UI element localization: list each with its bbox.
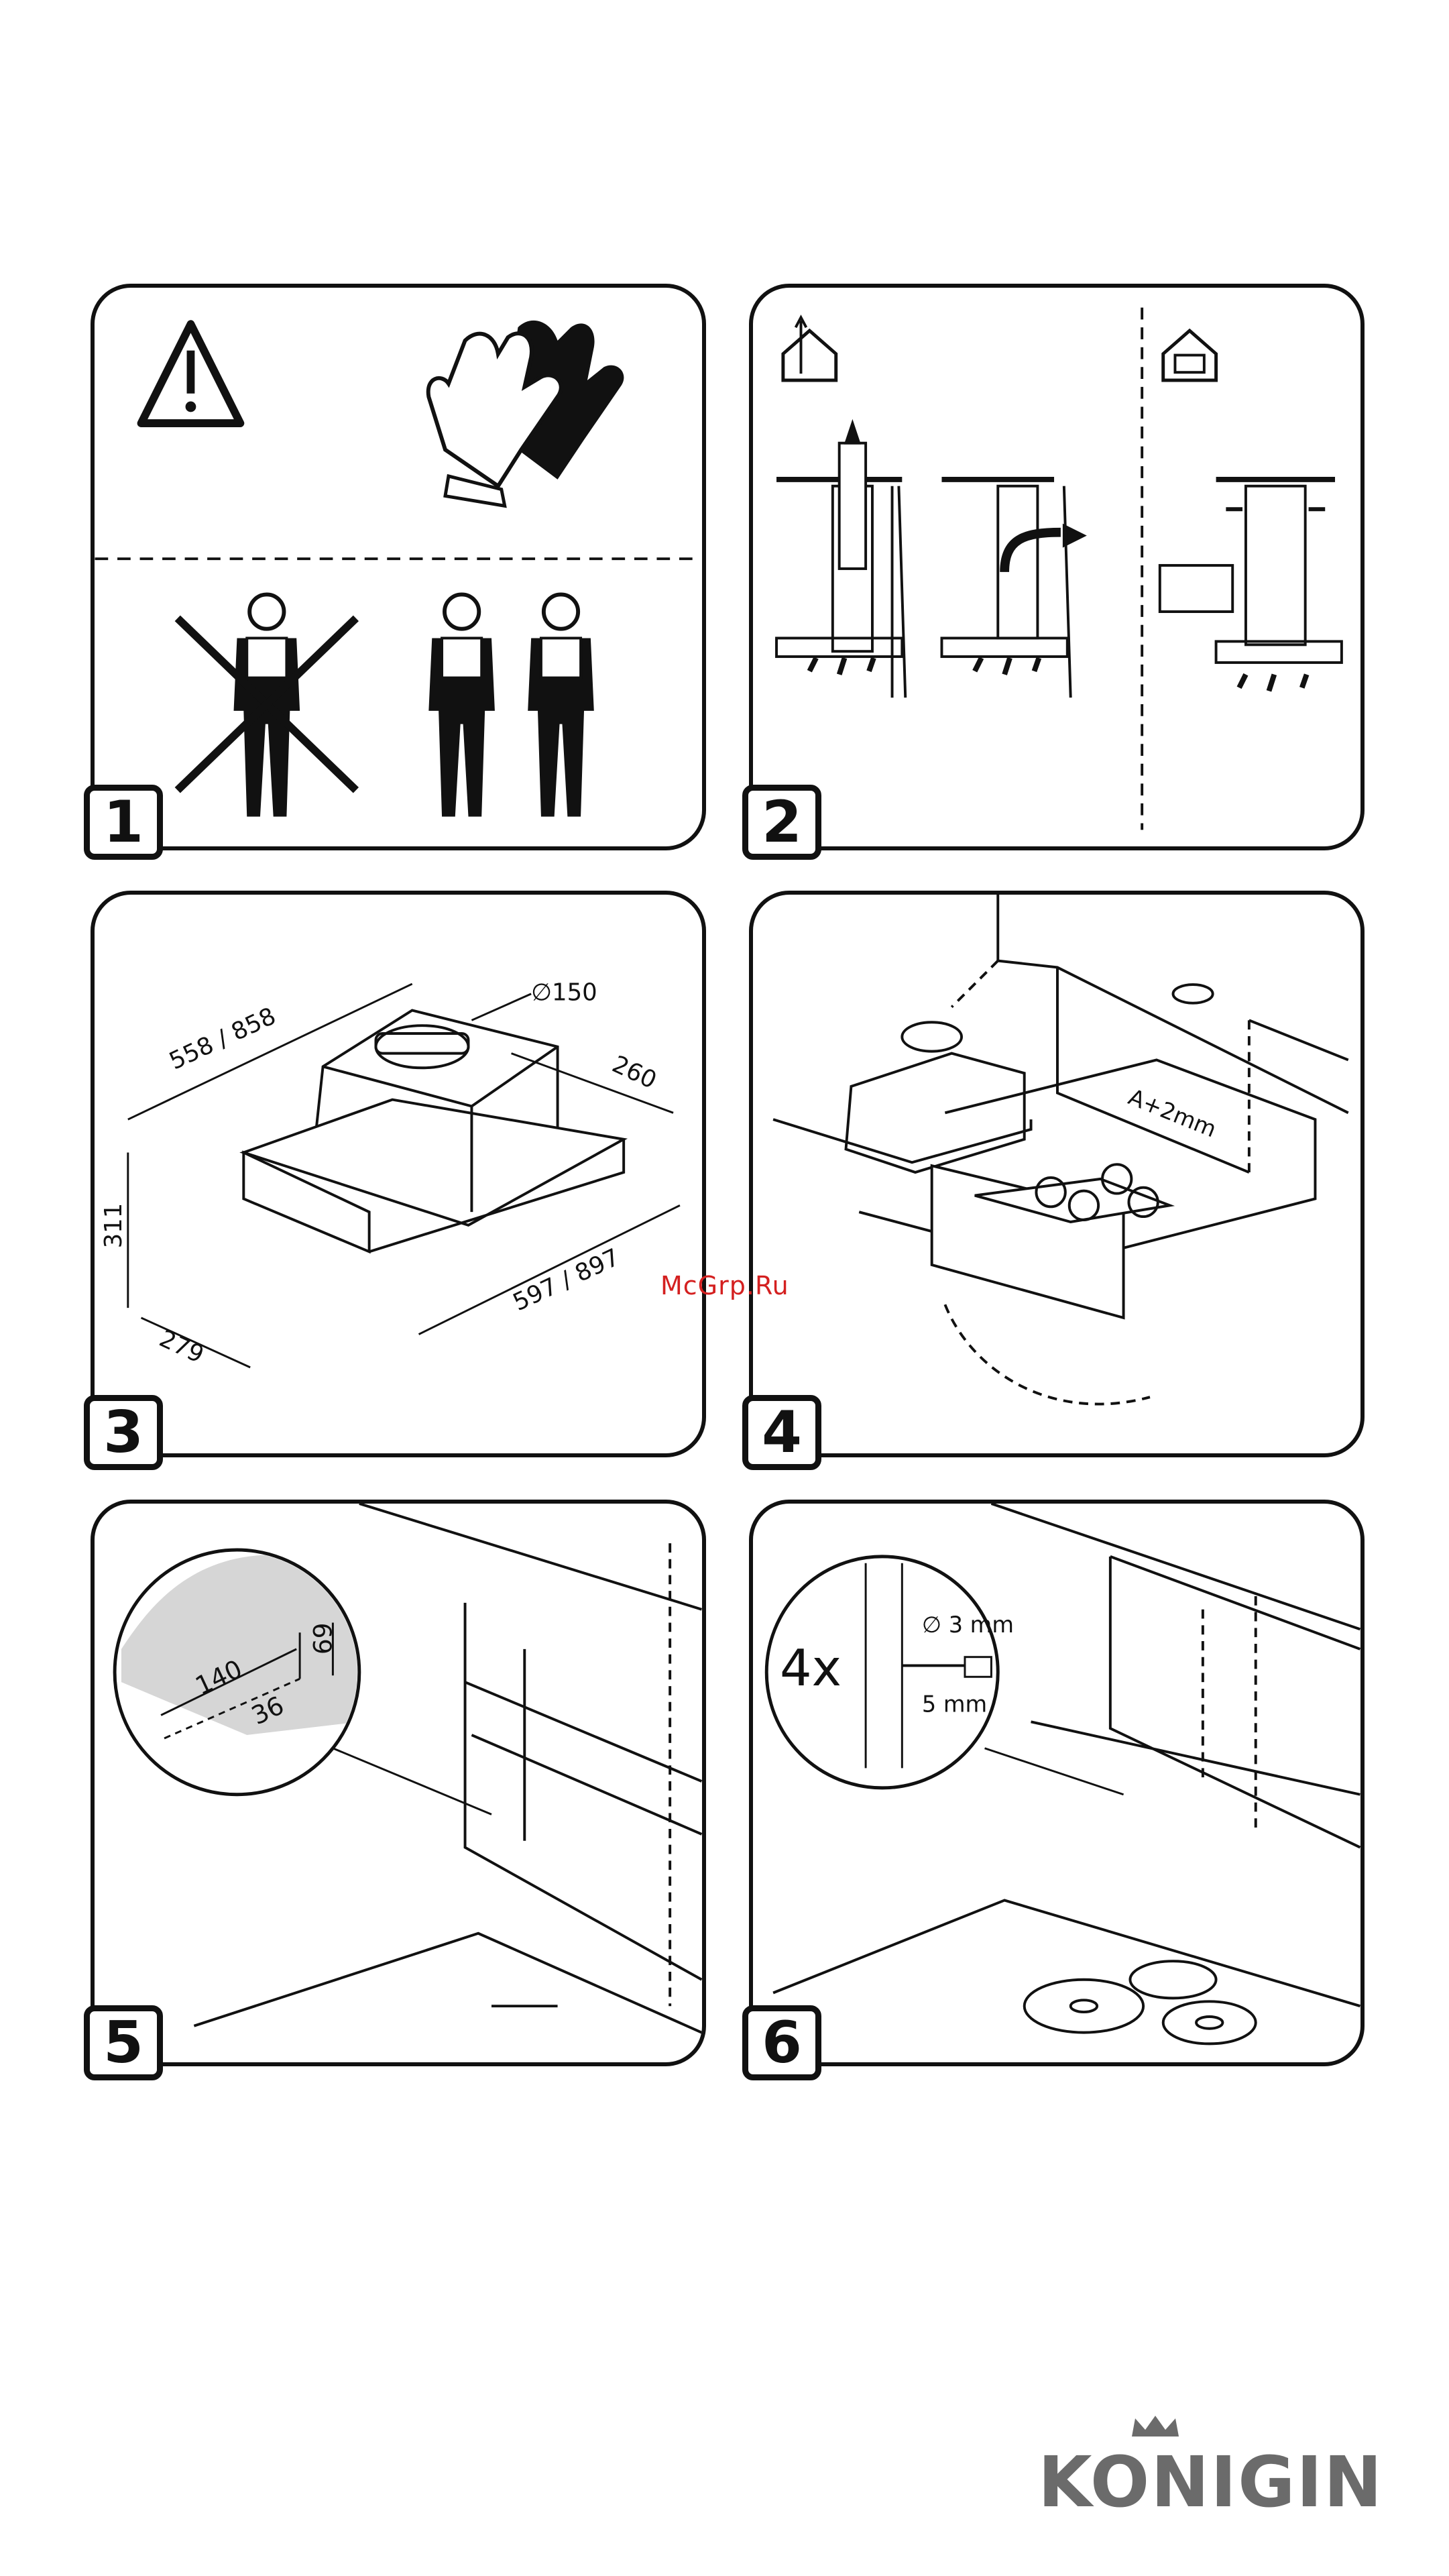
panel-1 [91, 284, 706, 850]
gloves-icon [428, 321, 624, 506]
dim-height: 69 [307, 1622, 337, 1655]
house-exhaust-icon [783, 317, 836, 380]
house-recirculation-icon [1163, 331, 1216, 380]
drill-depth: 5 mm [922, 1691, 987, 1718]
step-number-4: 4 [742, 1395, 821, 1470]
brand-logo: KONIGIN [1038, 2426, 1387, 2514]
step-number-5: 5 [84, 2005, 163, 2080]
multiplier: 4x [780, 1638, 842, 1697]
drill-diameter: ∅ 3 mm [922, 1612, 1014, 1638]
kitchen-drawing [773, 895, 1348, 1404]
dim-height: 311 [100, 1203, 127, 1249]
watermark-text: McGrp.Ru [660, 1271, 789, 1300]
panel-5: 140 69 36 [91, 1500, 706, 2066]
gap-label: A+2mm [1124, 1084, 1220, 1143]
panel-5-art: 140 69 36 [95, 1504, 702, 2062]
panel-2 [749, 284, 1365, 850]
panel-4-art: A+2mm [753, 895, 1360, 1453]
panel-3: 558 / 858 ∅150 260 311 597 / 897 279 [91, 891, 706, 1457]
step-number-2: 2 [742, 785, 821, 860]
panel-1-art [95, 288, 702, 846]
brand-name: KONIGIN [1038, 2441, 1383, 2523]
panel-2-art [753, 288, 1360, 846]
dim-duct: ∅150 [531, 979, 597, 1007]
dim-width-top: 260 [608, 1050, 661, 1095]
dim-length: 597 / 897 [509, 1243, 624, 1317]
panel-4: A+2mm [749, 891, 1365, 1457]
panel-6-art: 4x ∅ 3 mm 5 mm [753, 1504, 1360, 2062]
two-workers-icon [428, 594, 593, 816]
recirculation-hood [1160, 480, 1342, 691]
crown-icon [1128, 2413, 1182, 2440]
dim-side: 279 [155, 1325, 208, 1369]
warning-icon [141, 324, 241, 423]
ducted-hood-horizontal [941, 480, 1084, 697]
panel-3-art: 558 / 858 ∅150 260 311 597 / 897 279 [95, 895, 702, 1453]
dim-depth: 558 / 858 [165, 1002, 280, 1075]
ducted-hood-vertical [776, 423, 905, 697]
step-number-1: 1 [84, 785, 163, 860]
step-number-6: 6 [742, 2005, 821, 2080]
step-number-3: 3 [84, 1395, 163, 1470]
panel-6: 4x ∅ 3 mm 5 mm [749, 1500, 1365, 2066]
